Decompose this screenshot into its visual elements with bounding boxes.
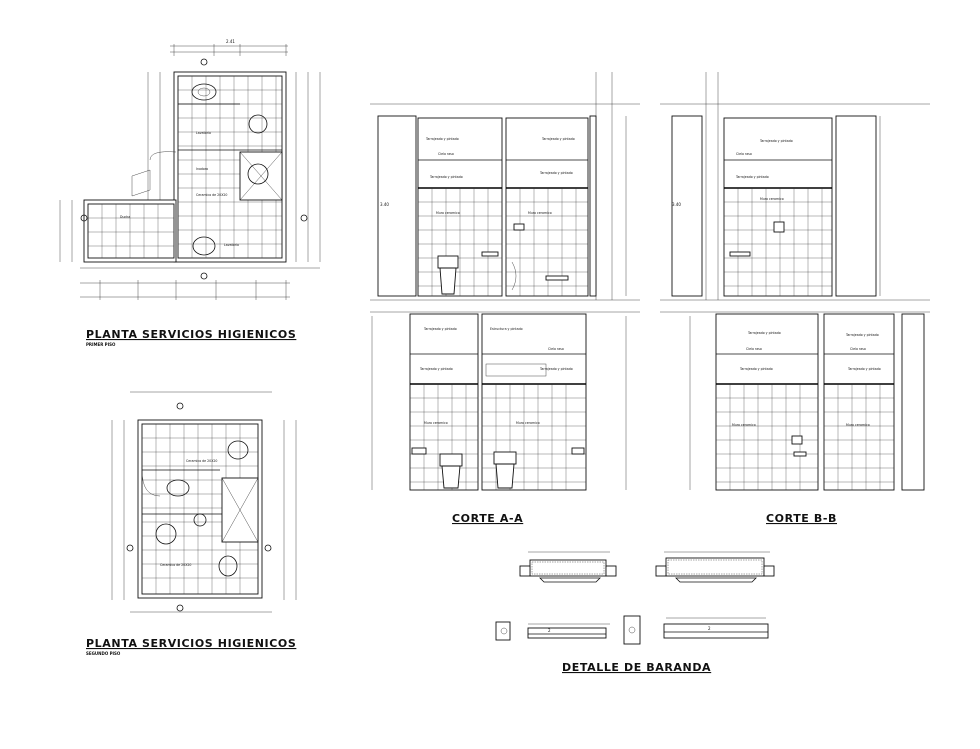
label-bb-1: Tarrajeado y pintado <box>759 139 793 143</box>
label-bb-4: Muro ceramico <box>760 197 784 201</box>
subtitle-plan-bottom: SEGUNDO PISO <box>86 651 121 656</box>
label-aa-5: Tarrajeado y pintado <box>539 171 573 175</box>
title-section-aa: CORTE A-A <box>452 512 523 525</box>
label-aa-11: Tarrajeado y pintado <box>419 367 453 371</box>
title-plan-bottom: PLANTA SERVICIOS HIGIENICOS <box>86 637 296 650</box>
label-aa-8: Tarrajeado y pintado <box>423 327 457 331</box>
detail-3-mark: 2 <box>548 628 551 633</box>
label-aa-4: Tarrajeado y pintado <box>429 175 463 179</box>
section-aa: Tarrajeado y pintado Tarrajeado y pintad… <box>370 72 640 491</box>
label-plan-bottom-2: Ceramico de 20X20 <box>160 563 191 567</box>
label-plan-top-1: Lavatorio <box>196 131 211 135</box>
dim-plan-top-width: 2.41 <box>226 39 235 44</box>
label-bb-8: Cielo raso <box>850 347 866 351</box>
plan-top: 2.41 <box>59 39 321 300</box>
label-bb-6: Tarrajeado y pintado <box>845 333 879 337</box>
label-plan-bottom-1: Ceramico de 20X20 <box>186 459 217 463</box>
title-railing-detail: DETALLE DE BARANDA <box>562 661 711 674</box>
label-bb-7: Cielo raso <box>746 347 762 351</box>
plan-bottom: Ceramico de 20X20 Ceramico de 20X20 <box>111 391 297 613</box>
label-bb-5: Tarrajeado y pintado <box>747 331 781 335</box>
label-bb-3: Tarrajeado y pintado <box>735 175 769 179</box>
section-bb: Tarrajeado y pintado Cielo raso Tarrajea… <box>660 72 930 491</box>
label-plan-top-4: Ducha <box>120 215 130 219</box>
label-bb-2: Cielo raso <box>736 152 752 156</box>
label-bb-11: Muro ceramico <box>732 423 756 427</box>
dim-aa-height: 3.40 <box>380 202 389 207</box>
label-aa-7: Muro ceramico <box>528 211 552 215</box>
subtitle-plan-top: PRIMER PISO <box>86 342 116 347</box>
dim-bb-height: 3.40 <box>672 202 681 207</box>
label-aa-3: Cielo raso <box>438 152 454 156</box>
label-aa-13: Muro ceramico <box>424 421 448 425</box>
label-aa-6: Muro ceramico <box>436 211 460 215</box>
label-aa-2: Tarrajeado y pintado <box>541 137 575 141</box>
label-bb-12: Muro ceramico <box>846 423 870 427</box>
label-aa-10: Cielo raso <box>548 347 564 351</box>
title-section-bb: CORTE B-B <box>766 512 837 525</box>
label-plan-top-2: Inodoro <box>196 167 208 171</box>
label-aa-12: Tarrajeado y pintado <box>539 367 573 371</box>
detail-4-mark: 2 <box>708 626 711 631</box>
label-bb-9: Tarrajeado y pintado <box>739 367 773 371</box>
title-plan-top: PLANTA SERVICIOS HIGIENICOS <box>86 328 296 341</box>
label-aa-1: Tarrajeado y pintado <box>425 137 459 141</box>
label-bb-10: Tarrajeado y pintado <box>847 367 881 371</box>
railing-details: 2 2 <box>495 551 775 645</box>
label-plan-top-5: Lavatorio <box>224 243 239 247</box>
label-aa-14: Muro ceramico <box>516 421 540 425</box>
label-aa-9: Estructura y pintado <box>490 327 523 331</box>
label-plan-top-3: Ceramico de 20X20 <box>196 193 227 197</box>
